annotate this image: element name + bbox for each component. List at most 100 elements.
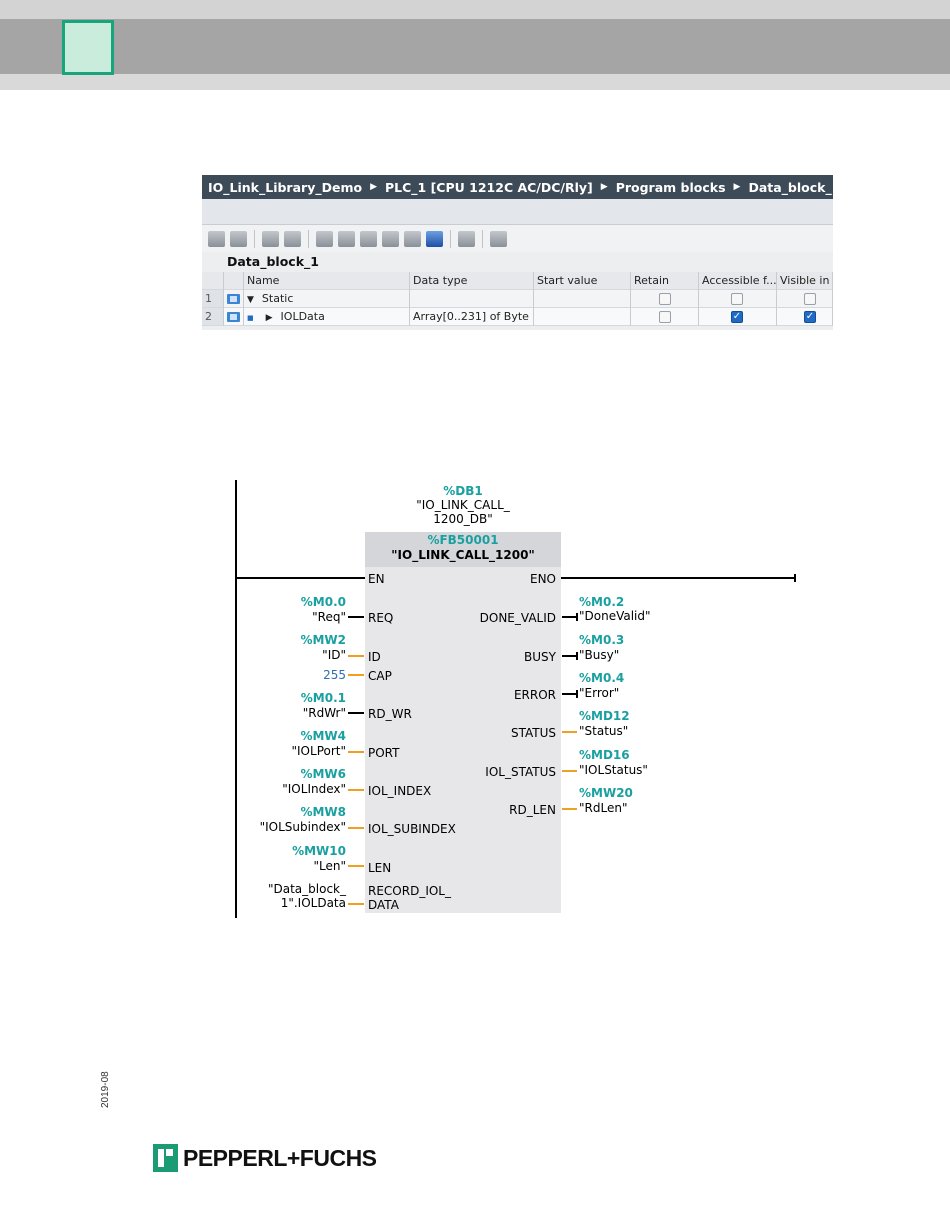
breadcrumb-item-data-block[interactable]: Data_block_1 [DB2]: [748, 179, 833, 195]
visible-checkbox-checked[interactable]: ✓: [804, 311, 816, 323]
pin-eno: ENO: [529, 572, 556, 586]
block-toolbar: [202, 225, 833, 252]
row-visible: ✓: [777, 308, 833, 326]
row-icon-cell: [224, 308, 244, 326]
row-name: ■▶IOLData: [244, 308, 410, 326]
accessible-checkbox[interactable]: [731, 293, 743, 305]
column-header-name[interactable]: Name: [244, 272, 410, 290]
operand-tag[interactable]: "Error": [579, 686, 620, 700]
settings-icon[interactable]: [458, 230, 475, 247]
operand-tag[interactable]: "IOLSubindex": [259, 820, 346, 834]
retain-checkbox[interactable]: [659, 293, 671, 305]
operand-tag[interactable]: "DoneValid": [579, 609, 651, 623]
apply-icon[interactable]: [404, 230, 421, 247]
operand-tag[interactable]: "Status": [579, 724, 629, 738]
column-header-start-value[interactable]: Start value: [534, 272, 631, 290]
pin-record-iol-data: RECORD_IOL_: [368, 884, 451, 898]
operand-tag[interactable]: "IOLStatus": [579, 763, 648, 777]
operand-address: %MD12: [579, 709, 630, 723]
row-name: ▼Static: [244, 290, 410, 308]
row-retain: [631, 290, 699, 308]
operand-tag[interactable]: "Busy": [579, 648, 620, 662]
expand-icon[interactable]: ▶: [265, 313, 273, 323]
operand-constant[interactable]: 255: [323, 668, 346, 682]
pin-record-iol-data-cont: DATA: [368, 898, 399, 912]
column-header-data-type[interactable]: Data type: [410, 272, 534, 290]
operand-tag[interactable]: "Req": [312, 610, 346, 624]
column-header-visible[interactable]: Visible in ...: [777, 272, 833, 290]
row-start-value: [534, 290, 631, 308]
initialize-icon[interactable]: [360, 230, 377, 247]
operand-tag-cont[interactable]: 1".IOLData: [280, 896, 346, 910]
function-block[interactable]: [365, 532, 561, 913]
insert-row-icon[interactable]: [208, 230, 225, 247]
visible-checkbox[interactable]: [804, 293, 816, 305]
operand-address: %M0.1: [300, 691, 346, 705]
table-header: Name Data type Start value Retain Access…: [202, 272, 833, 290]
column-header-accessible[interactable]: Accessible f...: [699, 272, 777, 290]
instance-db-name: "IO_LINK_CALL_: [416, 498, 510, 512]
table-row[interactable]: 1 ▼Static: [202, 290, 833, 308]
pin-done-valid: DONE_VALID: [479, 611, 556, 625]
pin-iol-index: IOL_INDEX: [368, 784, 432, 798]
snapshot-icon[interactable]: [284, 230, 301, 247]
pin-iol-status: IOL_STATUS: [485, 765, 556, 779]
pin-id: ID: [368, 650, 381, 664]
row-visible: [777, 290, 833, 308]
retain-checkbox[interactable]: [659, 311, 671, 323]
pin-req: REQ: [368, 611, 394, 625]
db-tag-icon: [227, 294, 240, 304]
pin-en: EN: [368, 572, 385, 586]
keep-actual-values-icon[interactable]: [262, 230, 279, 247]
operand-address: %MW6: [300, 767, 346, 781]
collapse-icon[interactable]: ▼: [247, 295, 254, 305]
fb-name: "IO_LINK_CALL_1200": [391, 548, 535, 562]
chevron-right-icon: ▶: [370, 182, 377, 192]
member-icon: ■: [247, 314, 254, 322]
instance-db-name-cont: 1200_DB": [433, 512, 493, 526]
operand-address: %MW10: [292, 844, 346, 858]
copy-snapshot-icon[interactable]: [316, 230, 333, 247]
operand-address: %MD16: [579, 748, 630, 762]
expand-all-icon[interactable]: [426, 230, 443, 247]
operand-tag[interactable]: "RdLen": [579, 801, 628, 815]
monitor-icon[interactable]: [490, 230, 507, 247]
operand-tag[interactable]: "Len": [313, 859, 346, 873]
operand-tag[interactable]: "Data_block_: [267, 882, 346, 896]
chevron-right-icon: ▶: [600, 182, 608, 192]
row-data-type: Array[0..231] of Byte: [410, 308, 534, 326]
load-start-values-icon[interactable]: [338, 230, 355, 247]
accessible-checkbox-checked[interactable]: ✓: [731, 311, 743, 323]
header-band-top: [0, 0, 950, 19]
reset-values-icon[interactable]: [382, 230, 399, 247]
block-title: Data_block_1: [227, 254, 319, 269]
breadcrumb-item-plc[interactable]: PLC_1 [CPU 1212C AC/DC/Rly]: [385, 179, 593, 195]
operand-address: %M0.3: [579, 633, 625, 647]
toolbar-divider: [254, 229, 255, 248]
header-icon: [224, 272, 244, 290]
toolbar-divider: [450, 229, 451, 248]
row-start-value: [534, 308, 631, 326]
operand-tag[interactable]: "RdWr": [302, 706, 346, 720]
breadcrumb-item-project[interactable]: IO_Link_Library_Demo: [208, 179, 363, 195]
add-row-icon[interactable]: [230, 230, 247, 247]
row-number: 2: [202, 308, 224, 326]
column-header-retain[interactable]: Retain: [631, 272, 699, 290]
row-accessible: ✓: [699, 308, 777, 326]
operand-tag[interactable]: "IOLIndex": [282, 782, 346, 796]
instance-db-address: %DB1: [443, 484, 483, 498]
brand-name: PEPPERL+FUCHS: [183, 1144, 377, 1171]
operand-tag[interactable]: "IOLPort": [291, 744, 347, 758]
tia-screenshot: IO_Link_Library_Demo ▶ PLC_1 [CPU 1212C …: [202, 175, 833, 330]
pin-error: ERROR: [513, 688, 556, 702]
operand-address: %MW4: [300, 729, 346, 743]
breadcrumb-item-program-blocks[interactable]: Program blocks: [615, 179, 726, 195]
row-icon-cell: [224, 290, 244, 308]
header-band-bottom: [0, 74, 950, 90]
table-row[interactable]: 2 ■▶IOLData Array[0..231] of Byte ✓ ✓: [202, 308, 833, 326]
fb-address: %FB50001: [427, 533, 499, 547]
operand-tag[interactable]: "ID": [322, 648, 346, 662]
pin-busy: BUSY: [524, 650, 556, 664]
operand-address: %M0.4: [579, 671, 625, 685]
header-rownum: [202, 272, 224, 290]
